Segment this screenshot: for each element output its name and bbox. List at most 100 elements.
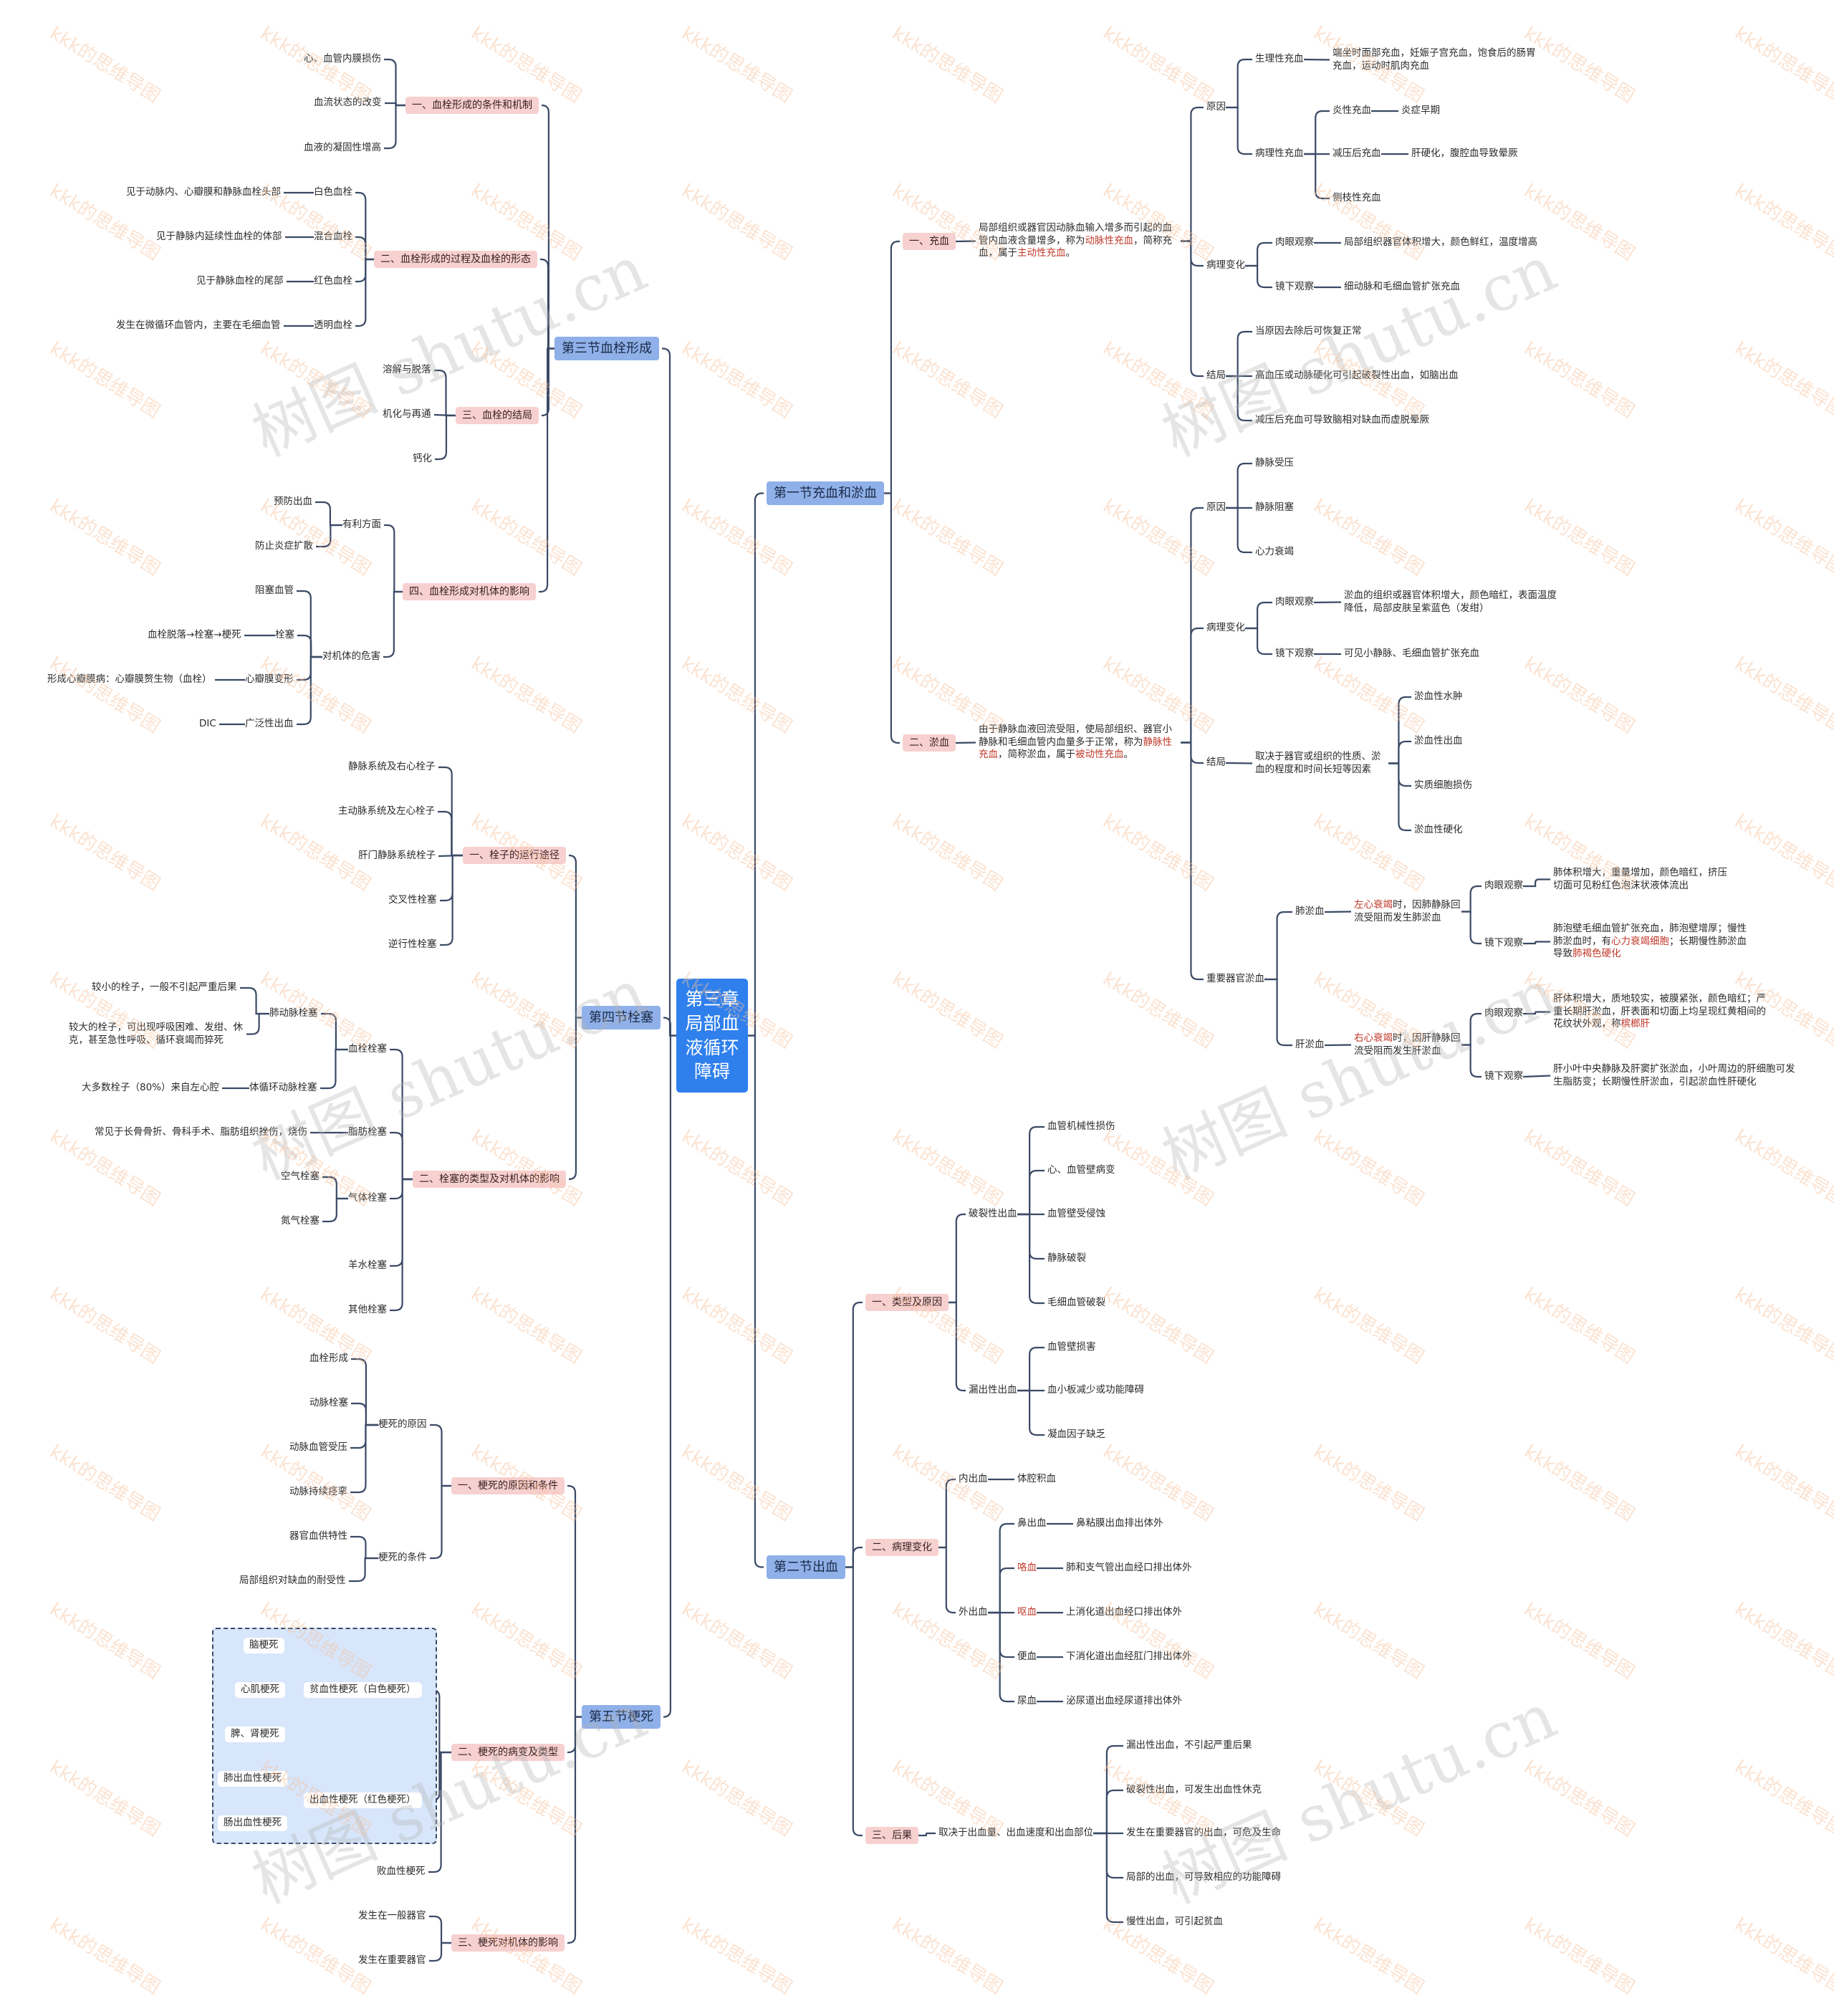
leakage-hemorrhage[interactable]: 漏出性出血: [969, 1384, 1017, 1396]
section-5-infarction[interactable]: 第五节梗死: [582, 1705, 661, 1729]
hemorrhage-pathology[interactable]: 二、病理变化: [865, 1539, 938, 1557]
mixed-thrombus[interactable]: 混合血栓: [314, 231, 352, 242]
lung-micro[interactable]: 镜下观察: [1484, 937, 1523, 949]
internal-hemorrhage[interactable]: 内出血: [959, 1473, 988, 1484]
red-thrombus[interactable]: 红色血栓: [314, 275, 352, 287]
connector-s4-e2: [568, 1017, 582, 1181]
decompression-hyperemia[interactable]: 减压后充血: [1333, 148, 1381, 159]
parenchymal-damage: 实质细胞损伤: [1414, 779, 1472, 791]
congestion-outcome[interactable]: 结局: [1206, 757, 1226, 768]
connector-e1-e1e: [440, 854, 463, 946]
hyperemia-micro[interactable]: 镜下观察: [1275, 281, 1314, 292]
hematemesis[interactable]: 呕血: [1017, 1606, 1037, 1618]
rupture-hemorrhage[interactable]: 破裂性出血: [969, 1208, 1017, 1219]
infarction-conditions[interactable]: 梗死的条件: [378, 1552, 427, 1563]
thrombus-effects[interactable]: 四、血栓形成对机体的影响: [403, 583, 536, 601]
infarction-reason[interactable]: 梗死的原因: [378, 1419, 427, 1430]
connector-s2a2-s2a2a: [1017, 1346, 1045, 1392]
anemic-infarct[interactable]: 贫血性梗死（白色梗死）: [304, 1682, 422, 1698]
pulmonary-embolism[interactable]: 肺动脉栓塞: [269, 1007, 318, 1019]
connector-s2cd-s2c1: [1093, 1744, 1123, 1835]
connector-s2-s2a: [845, 1301, 863, 1568]
rupture-cause-3: 血管壁受侵蚀: [1047, 1208, 1105, 1219]
other-embolism[interactable]: 其他栓塞: [348, 1304, 387, 1315]
crossed-embolism: 交叉性栓塞: [388, 894, 437, 906]
hemorrhage-outcome[interactable]: 三、后果: [865, 1827, 918, 1845]
hemorrhage-types[interactable]: 一、类型及原因: [865, 1294, 949, 1312]
hemoptysis[interactable]: 咯血: [1017, 1562, 1037, 1573]
connector-i3-i3b: [429, 1941, 451, 1962]
valve-deformation-desc: 形成心瓣膜病：心瓣膜赘生物（血栓）: [47, 673, 212, 685]
hyperemia-outcome[interactable]: 结局: [1206, 370, 1226, 381]
connector-s2-s2c: [845, 1566, 863, 1837]
section-1-hyperemia[interactable]: 第一节充血和淤血: [767, 481, 884, 506]
thrombus-outcome[interactable]: 三、血栓的结局: [456, 407, 539, 425]
liver-congestion[interactable]: 肝淤血: [1295, 1039, 1325, 1050]
connector-t3-t3a: [434, 369, 456, 417]
thrombosis-conditions[interactable]: 一、血栓形成的条件和机制: [405, 97, 539, 115]
congestion-pathology[interactable]: 病理变化: [1206, 622, 1245, 633]
pathological-hyperemia[interactable]: 病理性充血: [1255, 148, 1304, 159]
congestion-gross[interactable]: 肉眼观察: [1275, 596, 1314, 608]
physiological-hyperemia[interactable]: 生理性充血: [1255, 53, 1304, 64]
liver-micro[interactable]: 镜下观察: [1484, 1070, 1523, 1082]
organ-congestion[interactable]: 重要器官淤血: [1206, 973, 1264, 984]
hyaline-thrombus-desc: 发生在微循环血管内，主要在毛细血管: [116, 320, 281, 331]
inflammatory-hyperemia[interactable]: 炎性充血: [1333, 105, 1371, 116]
hyperemia-gross[interactable]: 肉眼观察: [1275, 236, 1314, 248]
connector-yx_rd-yx_r4: [1388, 762, 1411, 832]
section-4-embolism[interactable]: 第四节栓塞: [582, 1006, 661, 1030]
congestion-cause[interactable]: 原因: [1206, 501, 1226, 513]
harmful-effects[interactable]: 对机体的危害: [322, 651, 380, 662]
gas-embolism[interactable]: 气体栓塞: [348, 1192, 387, 1204]
rupture-cause-2: 心、血管壁病变: [1047, 1164, 1115, 1176]
infarction-effects[interactable]: 三、梗死对机体的影响: [451, 1934, 565, 1952]
embolism-types[interactable]: 二、栓塞的类型及对机体的影响: [413, 1171, 566, 1189]
connector-yx_p-yx_pg: [1245, 601, 1272, 630]
thromboembolism[interactable]: 血栓栓塞: [348, 1043, 387, 1055]
external-hemorrhage[interactable]: 外出血: [959, 1606, 988, 1618]
topic-active-hyperemia[interactable]: 一、充血: [903, 233, 956, 251]
hematuria[interactable]: 尿血: [1017, 1695, 1037, 1707]
infarction-causes[interactable]: 一、梗死的原因和条件: [451, 1477, 565, 1495]
connector-s2cd-s2c5: [1093, 1832, 1123, 1924]
amniotic-embolism[interactable]: 羊水栓塞: [348, 1259, 387, 1271]
connector-i1a-i1a1: [351, 1358, 378, 1426]
connector-s2a1-s2a1a: [1017, 1125, 1045, 1216]
beneficial-effects[interactable]: 有利方面: [342, 519, 381, 530]
hyaline-thrombus[interactable]: 透明血栓: [314, 320, 352, 331]
infarction-types[interactable]: 二、梗死的病变及类型: [451, 1744, 565, 1762]
liver-gross[interactable]: 肉眼观察: [1484, 1007, 1523, 1019]
hyperemia-pathology[interactable]: 病理变化: [1206, 259, 1245, 271]
reason-compression: 动脉血管受压: [289, 1441, 347, 1453]
septic-infarct[interactable]: 败血性梗死: [377, 1866, 426, 1877]
connector-s2a2-s2a2c: [1017, 1389, 1045, 1436]
connector-liver_m-liver_md: [1522, 1075, 1551, 1078]
collateral-hyperemia[interactable]: 侧枝性充血: [1333, 192, 1381, 203]
lung-congestion[interactable]: 肺淤血: [1295, 906, 1325, 917]
liver-gross-desc: 肝体积增大，质地较实，被膜紧张，颜色暗红；严重长期肝淤血，肝表面和切面上均呈现红…: [1553, 993, 1766, 1030]
congestion-micro[interactable]: 镜下观察: [1275, 648, 1314, 659]
white-thrombus[interactable]: 白色血栓: [314, 186, 352, 198]
vessel-occlusion: 阻塞血管: [255, 585, 294, 596]
root-topic[interactable]: 第三章局部血液循环障碍: [676, 979, 748, 1093]
thrombus-types[interactable]: 二、血栓形成的过程及血栓的形态: [374, 251, 537, 269]
hematochezia[interactable]: 便血: [1017, 1651, 1037, 1662]
hyperemia-cause[interactable]: 原因: [1206, 101, 1226, 112]
hemorrhagic-infarct[interactable]: 出血性梗死（红色梗死）: [304, 1792, 422, 1808]
topic-venous-congestion[interactable]: 二、淤血: [903, 734, 956, 752]
epistaxis[interactable]: 鼻出血: [1017, 1517, 1047, 1529]
lung-gross[interactable]: 肉眼观察: [1484, 880, 1523, 891]
valve-deformation: 心瓣膜变形: [245, 673, 294, 685]
connector-t1-t1a: [384, 58, 405, 107]
connector-lungd-lung_m: [1461, 911, 1482, 945]
section-2-hemorrhage[interactable]: 第二节出血: [767, 1555, 845, 1580]
endothelial-injury: 心、血管内膜损伤: [304, 53, 381, 64]
embolus-route[interactable]: 一、栓子的运行途径: [463, 847, 566, 865]
calcification: 钙化: [413, 453, 432, 464]
fat-embolism[interactable]: 脂肪栓塞: [348, 1126, 387, 1138]
connector-yx-yxd: [955, 741, 976, 744]
section-3-thrombosis[interactable]: 第三节血栓形成: [554, 337, 659, 361]
systemic-embolism[interactable]: 体循环动脉栓塞: [249, 1082, 317, 1093]
connector-root-s4: [663, 1017, 676, 1037]
